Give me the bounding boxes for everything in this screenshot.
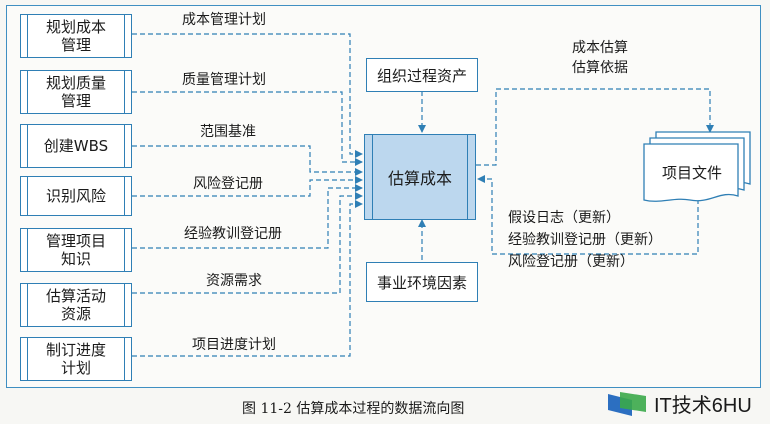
- output-assumption-log: 假设日志（更新）: [508, 210, 620, 226]
- process-label: 管理: [60, 36, 91, 54]
- output-risk-register: 风险登记册（更新）: [508, 254, 634, 270]
- process-create-wbs: 创建WBS: [20, 124, 132, 168]
- process-label: 制订进度: [45, 341, 106, 359]
- project-documents-icon: [643, 131, 751, 202]
- edge-risk-register: [132, 176, 363, 197]
- process-estimate-resources: 估算活动资源: [20, 283, 132, 327]
- edge-resource-req: [132, 192, 363, 294]
- opa-box: 组织过程资产: [366, 58, 478, 92]
- edge-label-cost-plan: 成本管理计划: [182, 12, 266, 28]
- edge-scope-baseline: [132, 145, 363, 176]
- edge-label-quality-plan: 质量管理计划: [182, 72, 266, 88]
- process-label: 管理项目: [45, 232, 106, 250]
- watermark-logo: IT技术6HU: [606, 389, 752, 418]
- edge-label-resource-req: 资源需求: [206, 273, 262, 289]
- process-plan-quality: 规划质量管理: [20, 70, 132, 114]
- output-basis-of-estimates: 估算依据: [572, 60, 628, 76]
- process-identify-risks: 识别风险: [20, 176, 132, 216]
- edge-label-lessons-register: 经验教训登记册: [184, 226, 282, 242]
- output-lessons-register: 经验教训登记册（更新）: [508, 232, 662, 248]
- process-label: 知识: [60, 250, 91, 268]
- process-label: 估算活动: [45, 287, 106, 305]
- edge-doc-updates: [477, 175, 699, 255]
- process-label: 管理: [60, 92, 91, 110]
- process-label: 识别风险: [45, 187, 106, 205]
- process-manage-knowledge: 管理项目知识: [20, 228, 132, 272]
- edge-cost-estimate: [476, 88, 714, 166]
- project-documents-label: 项目文件: [662, 164, 723, 182]
- output-cost-estimates: 成本估算: [572, 40, 628, 56]
- edge-cost-plan: [132, 33, 363, 158]
- process-plan-cost: 规划成本管理: [20, 14, 132, 58]
- process-develop-schedule: 制订进度计划: [20, 337, 132, 381]
- logo-text: IT技术6HU: [654, 395, 752, 417]
- process-label: 规划质量: [45, 74, 106, 92]
- edge-label-schedule-plan: 项目进度计划: [192, 337, 276, 353]
- edge-lessons-register: [132, 184, 363, 249]
- process-label: 规划成本: [45, 18, 106, 36]
- edge-label-risk-register: 风险登记册: [193, 176, 263, 192]
- logo-icon: [608, 391, 646, 416]
- figure-caption: 图 11-2 估算成本过程的数据流向图: [242, 401, 465, 417]
- process-label: 资源: [60, 305, 91, 323]
- edge-label-scope-baseline: 范围基准: [200, 124, 256, 140]
- eef-box: 事业环境因素: [366, 262, 478, 302]
- process-label: 计划: [60, 359, 91, 377]
- edge-schedule-plan: [132, 200, 363, 357]
- estimate-cost-process: 估算成本: [364, 134, 476, 220]
- edge-quality-plan: [132, 91, 363, 166]
- process-label: 创建WBS: [43, 137, 109, 155]
